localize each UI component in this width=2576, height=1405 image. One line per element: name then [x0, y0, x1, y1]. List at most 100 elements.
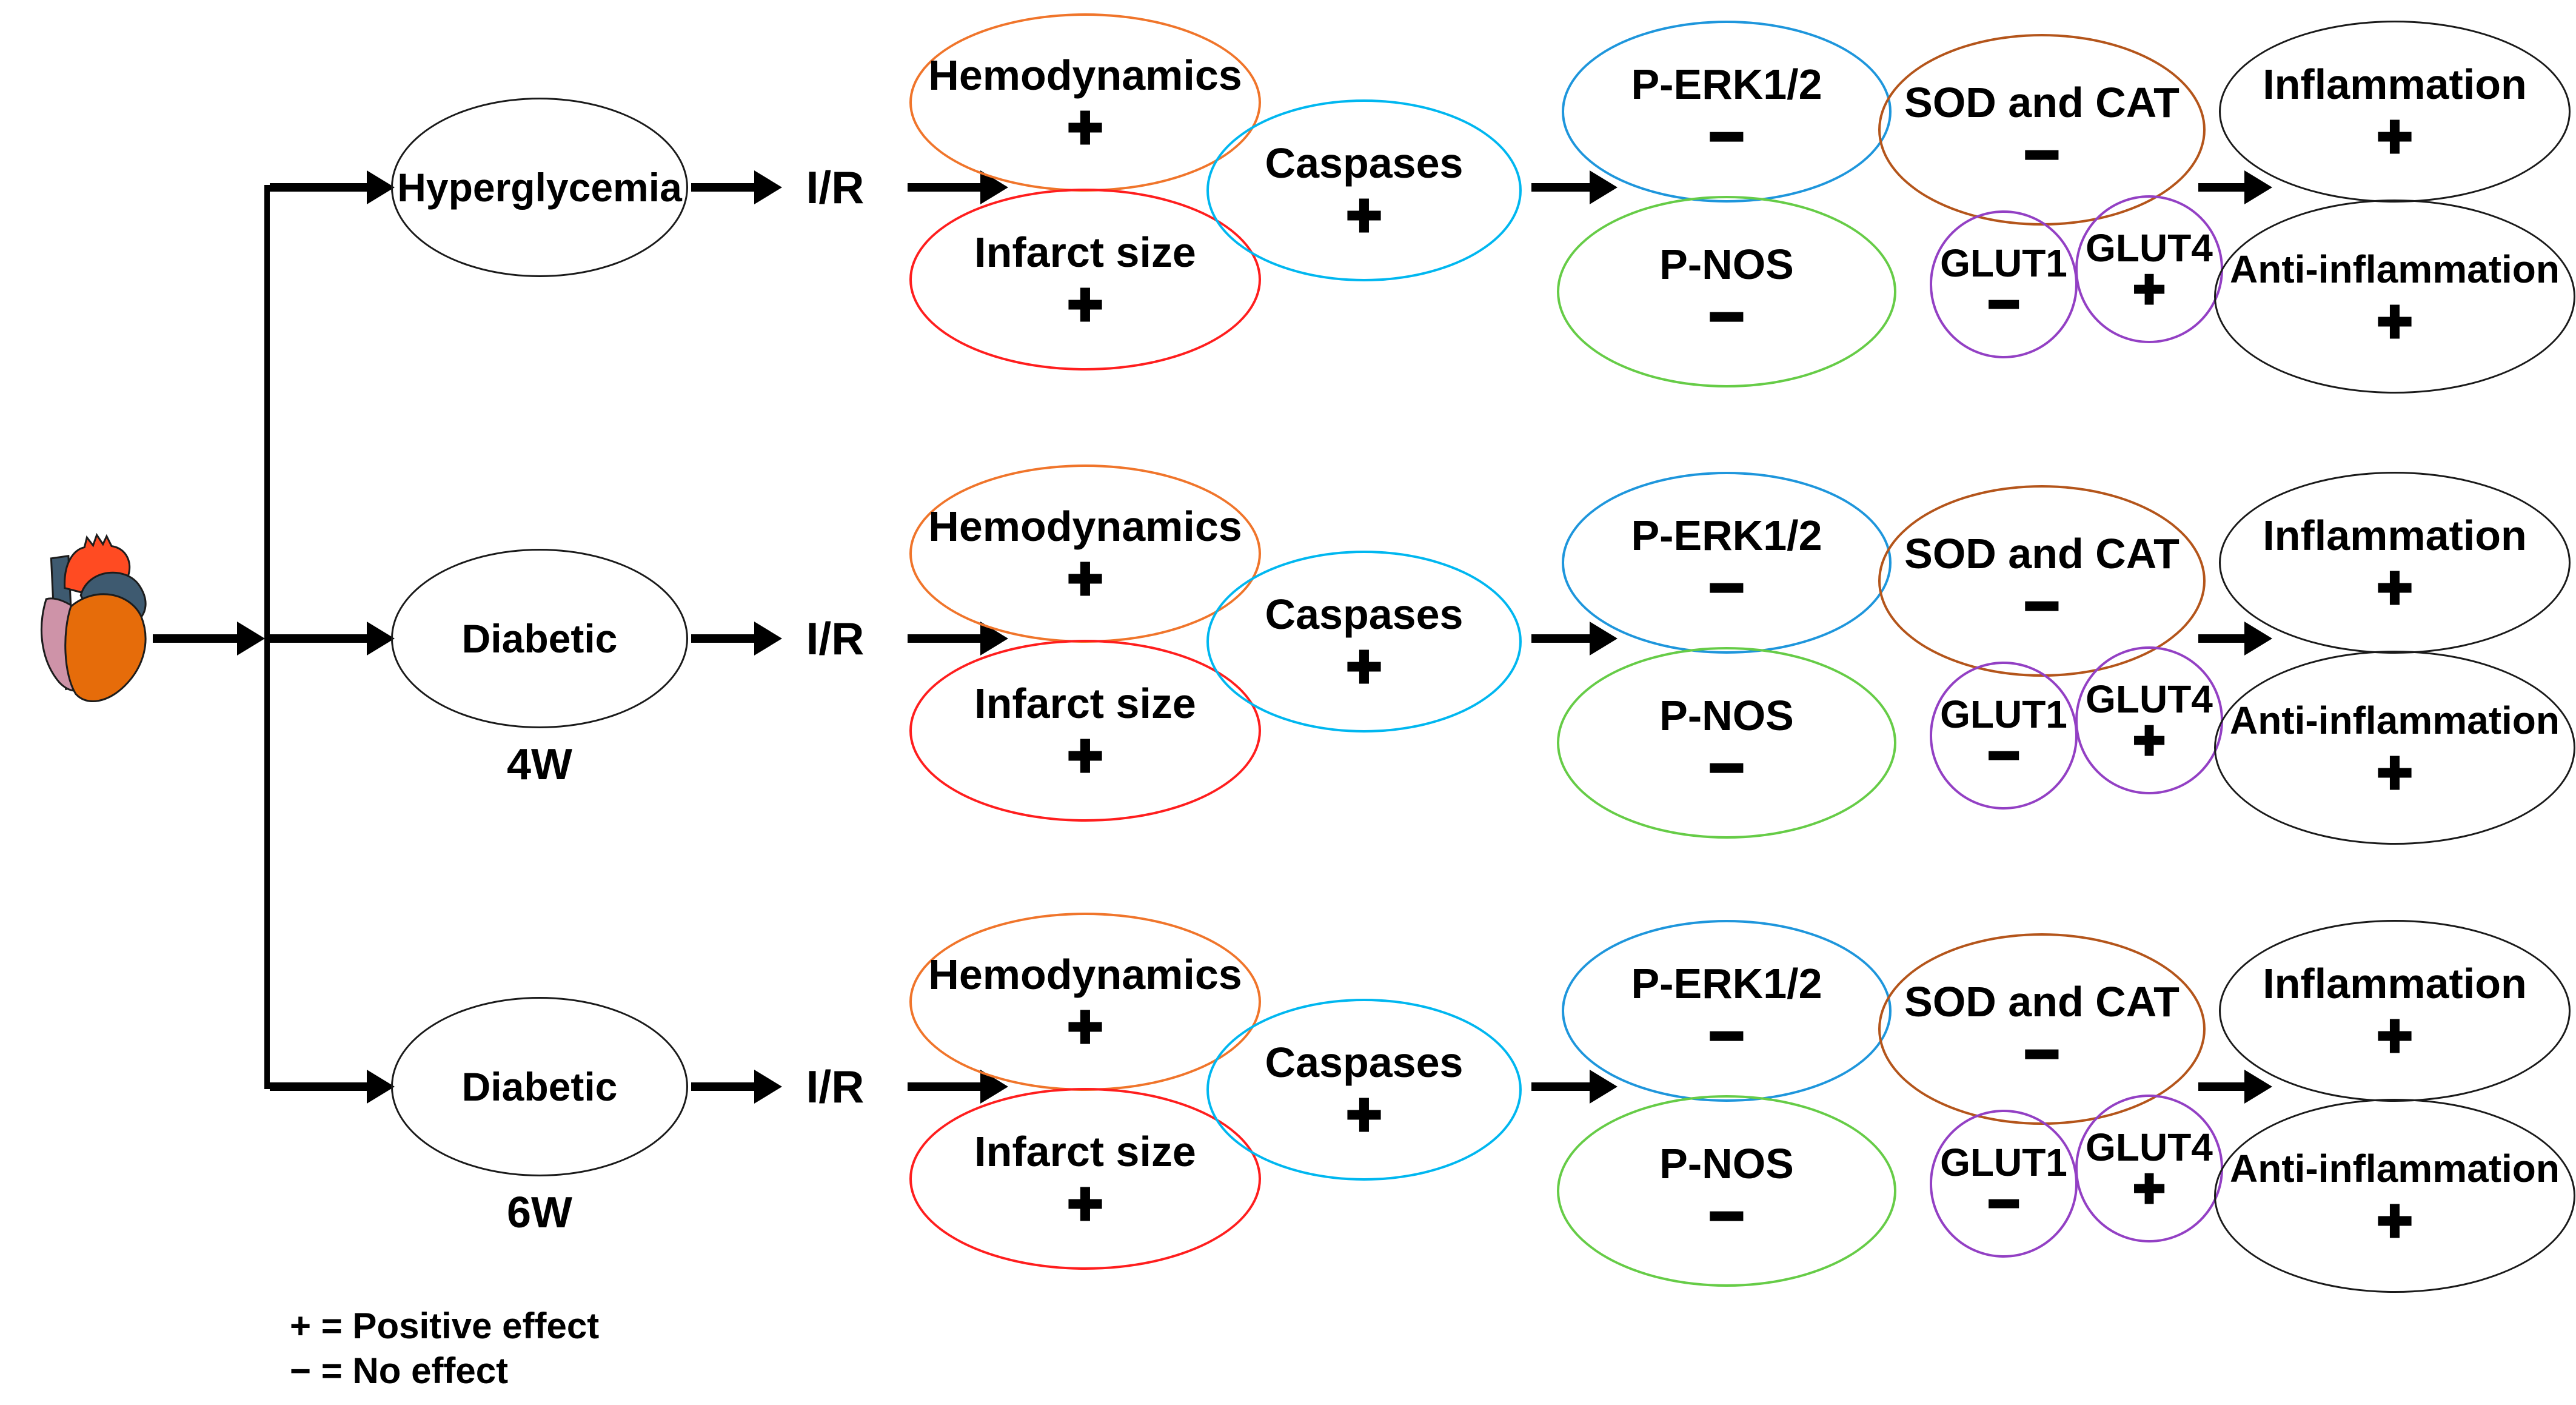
glut1-ellipse: GLUT1 − [1930, 1110, 2078, 1258]
arrow-condition-to-ir [691, 622, 782, 656]
effect-sign: − [1986, 274, 2021, 335]
effect-sign: − [1707, 734, 1745, 802]
p-erk-ellipse: P-ERK1/2 − [1562, 920, 1892, 1102]
node-label: GLUT4 [2086, 1125, 2213, 1169]
caspases-ellipse: Caspases + [1206, 99, 1522, 281]
condition-label: Diabetic [461, 616, 618, 661]
effect-sign: + [1066, 93, 1104, 161]
effect-sign: − [1707, 283, 1745, 350]
ir-label: I/R [806, 613, 865, 664]
node-label: GLUT4 [2086, 677, 2213, 721]
effect-sign: + [1345, 1081, 1383, 1148]
node-label: Hemodynamics [928, 951, 1242, 998]
arrow-condition-to-ir [691, 170, 782, 204]
arrow-antioxidants-to-inflammation [2198, 1070, 2272, 1104]
node-label: GLUT1 [1940, 692, 2067, 736]
heart-icon [40, 532, 147, 702]
node-label: P-ERK1/2 [1631, 512, 1822, 559]
effect-sign: − [2022, 572, 2061, 640]
anti-inflammation-ellipse: Anti-inflammation + [2214, 1099, 2575, 1293]
caspases-ellipse: Caspases + [1206, 551, 1522, 733]
effect-sign: + [1345, 632, 1383, 700]
node-label: Caspases [1265, 139, 1464, 187]
glut4-ellipse: GLUT4 + [2075, 1095, 2223, 1242]
hemodynamics-ellipse: Hemodynamics + [909, 913, 1261, 1091]
condition-ellipse: Diabetic [391, 997, 688, 1176]
node-label: GLUT1 [1940, 1141, 2067, 1184]
arrow-ir-to-outcomes [908, 1070, 1008, 1104]
arrow-condition-to-ir [691, 1070, 782, 1104]
effect-sign: + [1066, 545, 1104, 612]
p-nos-ellipse: P-NOS − [1557, 1095, 1896, 1287]
node-label: Anti-inflammation [2230, 699, 2560, 742]
node-label: GLUT1 [1940, 241, 2067, 285]
effect-sign: + [2132, 259, 2167, 320]
caspases-ellipse: Caspases + [1206, 999, 1522, 1181]
node-label: GLUT4 [2086, 226, 2213, 270]
effect-sign: + [2375, 102, 2414, 170]
effect-sign: + [2375, 287, 2414, 355]
condition-ellipse: Hyperglycemia [391, 98, 688, 277]
hemodynamics-ellipse: Hemodynamics + [909, 13, 1261, 192]
node-label: Infarct size [974, 1128, 1196, 1175]
infarct-size-ellipse: Infarct size + [909, 189, 1261, 371]
glut4-ellipse: GLUT4 + [2075, 195, 2223, 343]
effect-sign: + [2375, 739, 2414, 806]
hemodynamics-ellipse: Hemodynamics + [909, 464, 1261, 643]
effect-sign: + [1066, 722, 1104, 790]
condition-label: Diabetic [461, 1064, 618, 1109]
node-label: Inflammation [2263, 512, 2527, 559]
condition-duration: 4W [507, 740, 572, 789]
node-label: Hemodynamics [928, 503, 1242, 550]
node-label: SOD and CAT [1904, 530, 2180, 577]
node-label: Inflammation [2263, 960, 2527, 1007]
condition-label: Hyperglycemia [397, 165, 682, 210]
node-label: P-ERK1/2 [1631, 960, 1822, 1007]
arrow-trunk-to-condition [270, 622, 395, 656]
node-label: P-NOS [1659, 692, 1794, 739]
p-erk-ellipse: P-ERK1/2 − [1562, 21, 1892, 203]
arrow-ir-to-outcomes [908, 622, 1008, 656]
effect-sign: + [1066, 270, 1104, 338]
effect-sign: − [1986, 725, 2021, 786]
effect-sign: + [2375, 1187, 2414, 1255]
condition-duration: 6W [507, 1189, 572, 1237]
p-erk-ellipse: P-ERK1/2 − [1562, 472, 1892, 654]
effect-sign: + [2375, 1002, 2414, 1070]
effect-sign: + [2375, 554, 2414, 622]
arrow-ir-to-outcomes [908, 170, 1008, 204]
node-label: Infarct size [974, 680, 1196, 727]
glut4-ellipse: GLUT4 + [2075, 646, 2223, 794]
inflammation-ellipse: Inflammation + [2219, 472, 2571, 654]
branch-trunk-line [264, 185, 270, 1089]
arrow-caspases-to-kinases [1531, 1070, 1618, 1104]
node-label: Infarct size [974, 229, 1196, 276]
node-label: Caspases [1265, 591, 1464, 638]
infarct-size-ellipse: Infarct size + [909, 640, 1261, 822]
effect-sign: − [2022, 121, 2061, 189]
node-label: Hemodynamics [928, 52, 1242, 99]
effect-sign: + [2132, 710, 2167, 771]
condition-ellipse: Diabetic [391, 549, 688, 728]
legend: + = Positive effect − = No effect [290, 1304, 599, 1393]
ir-label: I/R [806, 162, 865, 213]
glut1-ellipse: GLUT1 − [1930, 210, 2078, 358]
node-label: P-NOS [1659, 241, 1794, 288]
legend-positive-effect: + = Positive effect [290, 1306, 600, 1346]
node-label: Caspases [1265, 1039, 1464, 1086]
node-label: Anti-inflammation [2230, 1147, 2560, 1190]
node-label: P-NOS [1659, 1140, 1794, 1187]
legend-no-effect: − = No effect [290, 1350, 509, 1391]
arrow-caspases-to-kinases [1531, 170, 1618, 204]
effect-sign: + [1066, 993, 1104, 1061]
node-label: P-ERK1/2 [1631, 61, 1822, 108]
inflammation-ellipse: Inflammation + [2219, 920, 2571, 1102]
arrow-trunk-to-condition [270, 1070, 395, 1104]
node-label: Anti-inflammation [2230, 247, 2560, 291]
anti-inflammation-ellipse: Anti-inflammation + [2214, 651, 2575, 845]
inflammation-ellipse: Inflammation + [2219, 21, 2571, 203]
p-nos-ellipse: P-NOS − [1557, 196, 1896, 387]
effect-sign: + [2132, 1158, 2167, 1219]
infarct-size-ellipse: Infarct size + [909, 1088, 1261, 1270]
